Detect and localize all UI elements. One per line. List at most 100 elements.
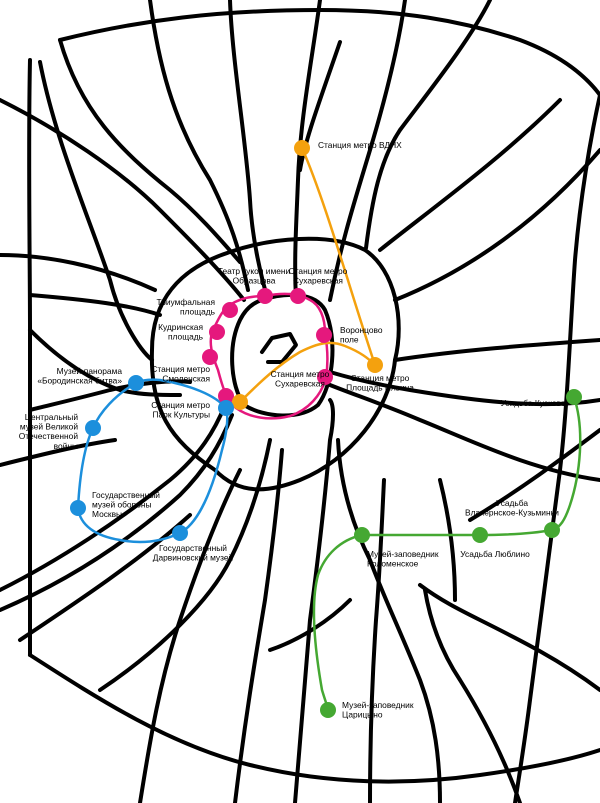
label-kuskovo: Усадьба Кусково [500,398,565,408]
label-line: Станция метро [151,364,210,374]
radial-road [336,438,442,803]
radial-road [58,38,242,264]
stop-borodino[interactable] [128,375,144,391]
radial-road [368,478,386,803]
stops-layer [70,140,582,718]
label-line: Станция метро [289,266,348,276]
radial-road [378,98,562,252]
outer-ring-road [58,8,600,97]
label-line: Коломенское [367,559,419,569]
label-line: Парк Культуры [152,410,210,420]
label-line: Триумфальная [157,297,215,307]
radial-road [228,0,270,302]
stop-park-kultury-blue[interactable] [218,400,234,416]
green-route [312,395,582,712]
label-line: Государственный [92,490,160,500]
stop-park-kultury-magenta[interactable] [218,388,234,404]
label-line: Усадьба Кусково [500,398,565,408]
stop-war-museum[interactable] [85,420,101,436]
stop-lyublino[interactable] [472,527,488,543]
label-line: Смоленская [162,374,210,384]
radial-road [364,0,492,250]
stop-tsaritsyno[interactable] [320,702,336,718]
radial-road [98,438,272,692]
radial-road [38,60,154,362]
label-line: Влахернское-Кузьминки [465,508,559,518]
label-line: войны [54,441,78,451]
label-line: площадь [168,332,204,342]
label-line: Площадь Ильича [346,383,414,393]
radial-road [418,583,600,692]
label-line: Сухаревская [293,276,343,286]
stop-sukharevskaya-top[interactable] [290,288,306,304]
stop-defense-museum[interactable] [70,500,86,516]
radial-road [138,468,242,803]
label-line: площадь [180,307,216,317]
stop-vdnh[interactable] [294,140,310,156]
label-line: Центральный [25,412,79,422]
stop-ilyicha[interactable] [367,357,383,373]
radial-road [393,148,600,302]
label-line: музей обороны [92,500,152,510]
radial-road [0,413,234,612]
stop-darwin[interactable] [172,525,188,541]
label-lyublino: Усадьба Люблино [460,549,530,559]
label-line: Государственный [159,543,227,553]
label-borodino: Музей-панорама«Бородинская битва» [37,366,122,386]
radial-road [328,370,600,407]
radial-road [423,588,522,803]
radial-road [148,0,250,292]
radial-road [18,513,192,642]
radial-road [438,478,457,602]
stop-orange-center[interactable] [232,394,248,410]
label-line: Воронцово [340,325,383,335]
label-line: Образцова [233,276,276,286]
label-line: Усадьба Люблино [460,549,530,559]
label-line: Москвы [92,509,122,519]
label-line: Станция метро [351,373,410,383]
label-line: Музей-заповедник [342,700,414,710]
label-line: Станция метро ВДНХ [318,140,402,150]
radial-road [468,428,600,522]
radial-road [328,0,407,302]
stop-sukharevskaya-bottom[interactable] [317,369,333,385]
radial-road [0,98,246,302]
stop-teatr[interactable] [257,288,273,304]
label-line: Сухаревская [275,379,325,389]
stop-smolenskaya[interactable] [202,349,218,365]
radial-road [0,253,157,292]
stop-vlakhernskoe[interactable] [544,522,560,538]
label-vdnh: Станция метро ВДНХ [318,140,402,150]
stop-kuskovo[interactable] [566,389,582,405]
radial-road [28,293,162,317]
label-line: Отечественной [19,431,79,441]
label-line: Театр кукол имени [218,266,291,276]
stop-kudrinskaya[interactable] [209,324,225,340]
stop-kolomenskoe[interactable] [354,527,370,543]
label-line: Усадьба [496,498,528,508]
radial-road [298,40,342,172]
outer-ring-road [27,58,33,657]
garden-ring-road [149,236,401,492]
stop-vorontsovo[interactable] [316,327,332,343]
stop-triumfalnaya[interactable] [222,302,238,318]
radial-road [233,448,284,803]
label-line: Царицыно [342,710,383,720]
radial-road [293,0,322,302]
label-line: Дарвиновский музей [153,553,234,563]
label-line: поле [340,335,359,345]
magenta-route [209,292,329,420]
